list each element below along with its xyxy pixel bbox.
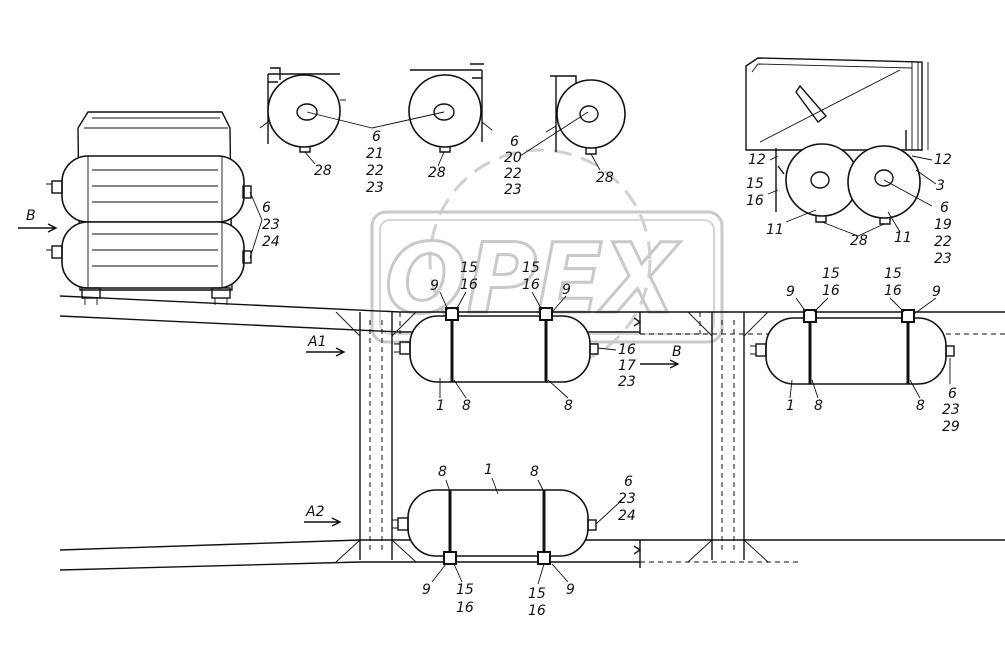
label-20: 20 xyxy=(504,150,522,166)
label-6: 6 xyxy=(940,200,949,216)
label-15: 15 xyxy=(746,176,764,192)
label-6: 6 xyxy=(262,200,271,216)
end-view-tank-c xyxy=(545,75,626,155)
label-19: 19 xyxy=(934,217,952,233)
label-1: 1 xyxy=(786,398,795,414)
label-23: 23 xyxy=(618,374,636,390)
label-3: 3 xyxy=(936,178,945,194)
label-22: 22 xyxy=(504,166,522,182)
label-9: 9 xyxy=(430,278,439,294)
label-28: 28 xyxy=(596,170,614,186)
label-15: 15 xyxy=(528,586,546,602)
label-8: 8 xyxy=(462,398,471,414)
label-9: 9 xyxy=(566,582,575,598)
label-11: 11 xyxy=(894,230,912,246)
label-6: 6 xyxy=(624,474,633,490)
label-28: 28 xyxy=(428,165,446,181)
leader-28 xyxy=(590,153,601,171)
label-23: 23 xyxy=(504,182,522,198)
label-9: 9 xyxy=(786,284,795,300)
view-arrow-a2 xyxy=(304,517,342,527)
label-8: 8 xyxy=(530,464,539,480)
leader-28 xyxy=(304,151,445,167)
label-23: 23 xyxy=(942,402,960,418)
label-9: 9 xyxy=(932,284,941,300)
view-arrow-b xyxy=(18,223,58,233)
air-tank-upper xyxy=(394,307,599,383)
label-6: 6 xyxy=(372,129,381,145)
label-23: 23 xyxy=(366,180,384,196)
label-16: 16 xyxy=(822,283,840,299)
label-28: 28 xyxy=(850,233,868,249)
label-21: 21 xyxy=(366,146,384,162)
leader-front-left xyxy=(249,191,263,259)
label-29: 29 xyxy=(942,419,960,435)
leaders-upper-tank xyxy=(439,291,617,399)
label-8: 8 xyxy=(438,464,447,480)
label-16: 16 xyxy=(884,283,902,299)
air-tank-lower xyxy=(392,489,597,565)
label-1: 1 xyxy=(436,398,445,414)
label-12: 12 xyxy=(934,152,952,168)
leaders-right-tank xyxy=(789,297,951,399)
label-23: 23 xyxy=(618,491,636,507)
label-1: 1 xyxy=(484,462,493,478)
leader-top-2 xyxy=(519,111,589,157)
label-9: 9 xyxy=(562,282,571,298)
label-8: 8 xyxy=(564,398,573,414)
end-view-tank-b xyxy=(408,63,493,153)
label-15: 15 xyxy=(460,260,478,276)
label-16: 16 xyxy=(522,277,540,293)
label-22: 22 xyxy=(934,234,952,250)
label-6: 6 xyxy=(948,386,957,402)
label-22: 22 xyxy=(366,163,384,179)
label-6: 6 xyxy=(510,134,519,150)
label-16: 16 xyxy=(460,277,478,293)
label-11: 11 xyxy=(766,222,784,238)
label-28: 28 xyxy=(314,163,332,179)
label-15: 15 xyxy=(456,582,474,598)
leaders-lower-tank xyxy=(431,477,623,585)
label-24: 24 xyxy=(618,508,636,524)
label-15: 15 xyxy=(884,266,902,282)
view-arrow-a1 xyxy=(306,347,346,357)
air-tank-right xyxy=(750,309,955,385)
view-arrow-b-mid xyxy=(640,359,680,369)
label-23: 23 xyxy=(262,217,280,233)
leader-top-1 xyxy=(306,111,445,129)
view-arrow-a2-label: A2 xyxy=(305,504,325,520)
label-23: 23 xyxy=(934,251,952,267)
label-16: 16 xyxy=(456,600,474,616)
front-view-left xyxy=(46,111,252,305)
end-view-tank-a xyxy=(259,67,346,153)
view-arrow-b-mid-label: B xyxy=(672,344,682,360)
label-24: 24 xyxy=(262,234,280,250)
view-arrow-b-label: B xyxy=(26,208,36,224)
label-9: 9 xyxy=(422,582,431,598)
label-16: 16 xyxy=(746,193,764,209)
right-end-view xyxy=(745,57,929,225)
label-16: 16 xyxy=(528,603,546,619)
label-12: 12 xyxy=(748,152,766,168)
label-15: 15 xyxy=(522,260,540,276)
label-8: 8 xyxy=(916,398,925,414)
leaders-right-view xyxy=(767,155,937,237)
label-17: 17 xyxy=(618,358,636,374)
label-8: 8 xyxy=(814,398,823,414)
view-arrow-a1-label: A1 xyxy=(307,334,326,350)
label-15: 15 xyxy=(822,266,840,282)
label-16: 16 xyxy=(618,342,636,358)
